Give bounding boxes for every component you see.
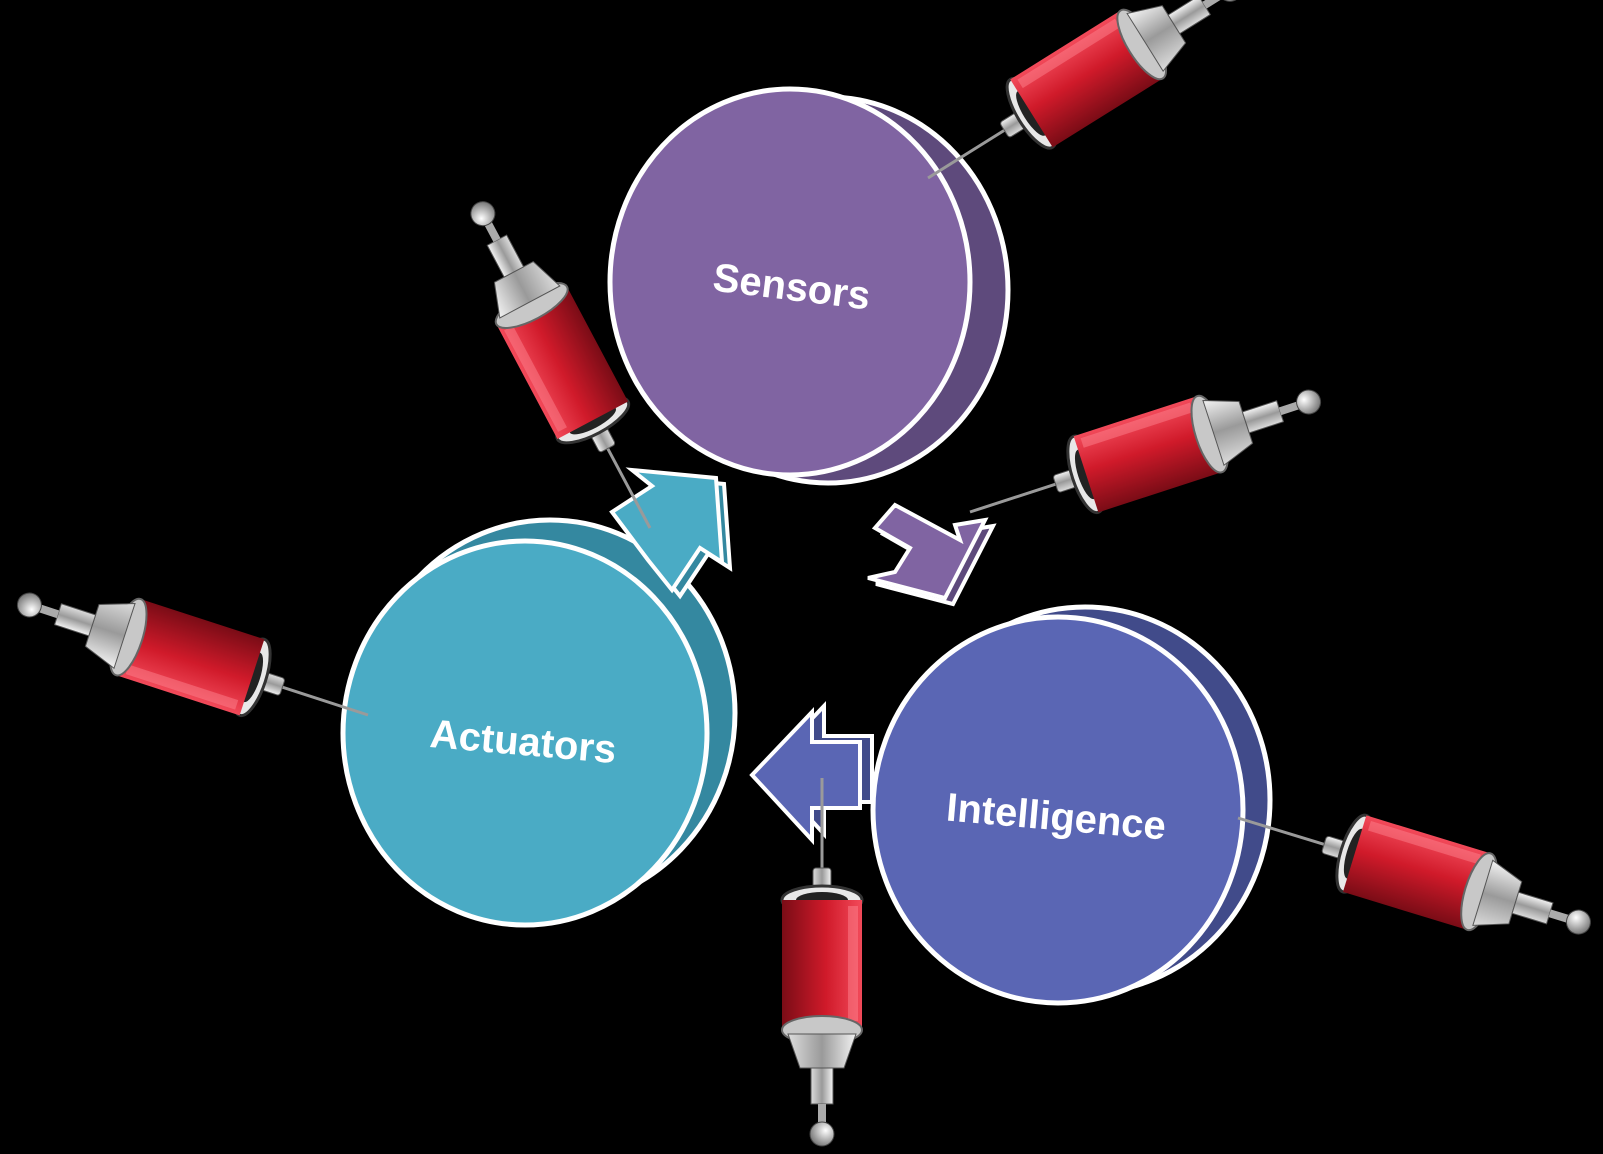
arrow-actuators-to-sensors: [609, 467, 733, 600]
sensors-disc-face: [607, 86, 973, 478]
intelligence-disc-face: [870, 614, 1246, 1006]
actuators-disc-face: [340, 538, 710, 928]
sensors-node: Sensors: [607, 86, 1011, 486]
intelligence-node: Intelligence: [870, 604, 1273, 1006]
arrow-intelligence-to-actuators: [749, 701, 874, 846]
arrow-sensors-to-intelligence: [867, 502, 997, 607]
